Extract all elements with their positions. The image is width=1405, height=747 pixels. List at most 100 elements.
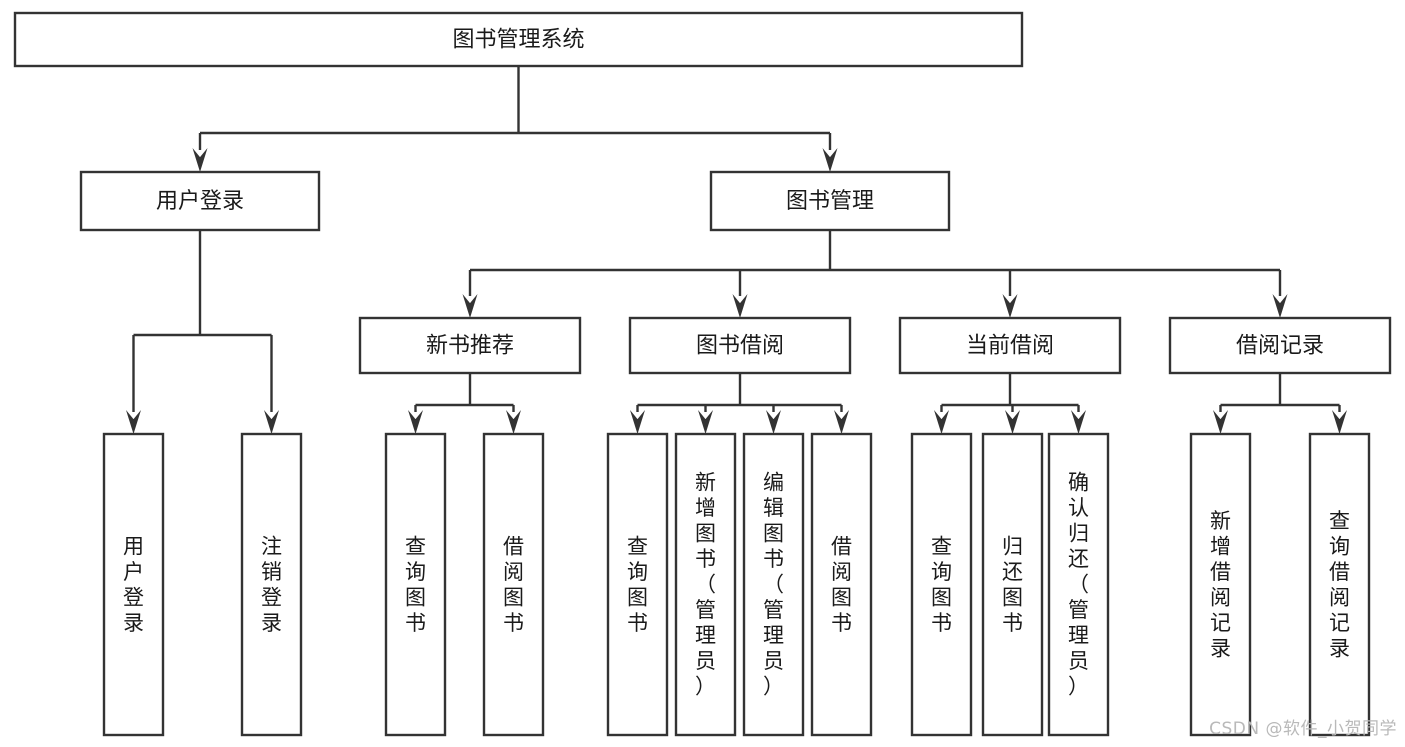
- node-layer: 图书管理系统用户登录图书管理新书推荐图书借阅当前借阅借阅记录用户登录注销登录查询…: [13, 11, 1392, 737]
- node-label-char: 图: [831, 585, 852, 609]
- node-label-char: 新: [1210, 509, 1231, 533]
- node-label-char: 询: [627, 560, 648, 584]
- node-label-char: 阅: [503, 560, 524, 584]
- node-box[interactable]: [102, 432, 165, 737]
- node-label-char: 录: [261, 611, 282, 635]
- node-label-char: 借: [1210, 560, 1231, 584]
- node-box[interactable]: [981, 432, 1044, 737]
- node-label-char: 阅: [1210, 585, 1231, 609]
- arrow-head-icon: [732, 294, 748, 318]
- node-box[interactable]: [1047, 432, 1110, 737]
- node-root[interactable]: 图书管理系统: [13, 11, 1024, 68]
- node-label-char: 理: [763, 624, 784, 648]
- node-label-char: 查: [405, 534, 426, 558]
- node-box[interactable]: [910, 432, 973, 737]
- node-box[interactable]: [1189, 432, 1252, 737]
- node-label-char: 书: [831, 611, 852, 635]
- node-label-char: 管: [763, 598, 784, 622]
- node-label-char: 增: [695, 496, 716, 520]
- node-label-char: 编: [763, 471, 784, 495]
- arrow-head-icon: [630, 410, 645, 434]
- node-label-char: 书: [1002, 611, 1023, 635]
- node-user-login[interactable]: 用户登录: [79, 170, 321, 232]
- node-current-borrow[interactable]: 当前借阅: [898, 316, 1122, 375]
- node-label-char: （: [695, 573, 716, 597]
- arrow-head-icon: [1071, 410, 1086, 434]
- node-label-char: 图: [627, 585, 648, 609]
- node-box[interactable]: [1308, 432, 1371, 737]
- node-box[interactable]: [810, 432, 873, 737]
- arrow-head-icon: [506, 410, 521, 434]
- node-label-char: 登: [123, 585, 144, 609]
- node-leaf-user-login[interactable]: 用户登录: [102, 432, 165, 737]
- node-box[interactable]: [606, 432, 669, 737]
- node-label-char: 理: [695, 624, 716, 648]
- node-label-char: 阅: [1329, 585, 1350, 609]
- node-box[interactable]: [482, 432, 545, 737]
- node-label-char: 阅: [831, 560, 852, 584]
- node-label-char: ）: [1068, 675, 1089, 699]
- node-box[interactable]: [674, 432, 737, 737]
- node-book-borrow[interactable]: 图书借阅: [628, 316, 852, 375]
- node-label-char: 查: [931, 534, 952, 558]
- node-box[interactable]: [742, 432, 805, 737]
- node-box[interactable]: [384, 432, 447, 737]
- node-label-char: 还: [1002, 560, 1023, 584]
- node-box[interactable]: [79, 170, 321, 232]
- node-label-char: 书: [695, 547, 716, 571]
- node-label-char: 查: [627, 534, 648, 558]
- arrow-head-icon: [1332, 410, 1347, 434]
- node-label: 用户登录: [156, 189, 244, 214]
- node-book-manage[interactable]: 图书管理: [709, 170, 951, 232]
- node-label-char: 图: [503, 585, 524, 609]
- node-label-char: 录: [123, 611, 144, 635]
- node-label-char: 询: [931, 560, 952, 584]
- node-label-char: 归: [1002, 534, 1023, 558]
- node-label-char: 书: [763, 547, 784, 571]
- node-label-char: 图: [763, 522, 784, 546]
- node-label-char: 询: [1329, 534, 1350, 558]
- node-label-char: 图: [405, 585, 426, 609]
- node-box[interactable]: [1168, 316, 1392, 375]
- node-label-char: 辑: [763, 496, 784, 520]
- node-box[interactable]: [898, 316, 1122, 375]
- node-label-char: 还: [1068, 547, 1089, 571]
- node-label-char: 查: [1329, 509, 1350, 533]
- node-label-char: 图: [1002, 585, 1023, 609]
- node-label-char: 员: [763, 649, 784, 673]
- node-borrow-record[interactable]: 借阅记录: [1168, 316, 1392, 375]
- node-label-char: 管: [1068, 598, 1089, 622]
- node-label-char: （: [763, 573, 784, 597]
- arrow-head-icon: [1272, 294, 1288, 318]
- node-label-char: 登: [261, 585, 282, 609]
- node-box[interactable]: [358, 316, 582, 375]
- node-label-char: （: [1068, 573, 1089, 597]
- node-label-char: 归: [1068, 522, 1089, 546]
- node-label-char: 认: [1068, 496, 1089, 520]
- node-box[interactable]: [628, 316, 852, 375]
- node-label-char: 借: [503, 534, 524, 558]
- node-label: 图书管理: [786, 189, 874, 214]
- node-label-char: 户: [123, 560, 144, 584]
- node-box[interactable]: [240, 432, 303, 737]
- node-label-char: 管: [695, 598, 716, 622]
- arrow-head-icon: [698, 410, 713, 434]
- node-new-book-recommend[interactable]: 新书推荐: [358, 316, 582, 375]
- node-label-char: 录: [1329, 636, 1350, 660]
- node-box[interactable]: [709, 170, 951, 232]
- node-box[interactable]: [13, 11, 1024, 68]
- node-label-char: 借: [1329, 560, 1350, 584]
- node-label-char: 员: [695, 649, 716, 673]
